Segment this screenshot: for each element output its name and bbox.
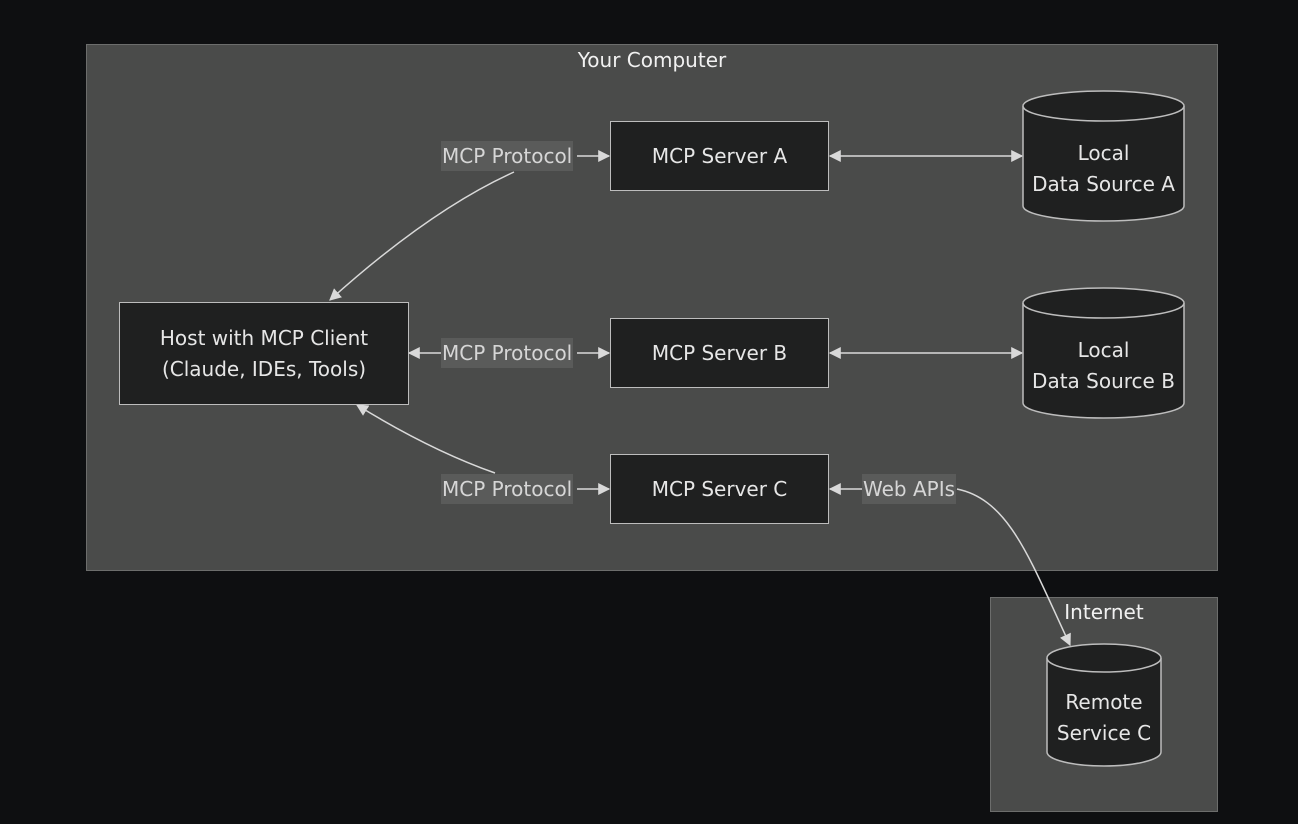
data-source-a-line2: Data Source A xyxy=(1032,172,1175,196)
server-c-label: MCP Server C xyxy=(651,476,788,501)
cylinder-shape-a xyxy=(1022,90,1185,222)
data-source-a-line1: Local xyxy=(1077,141,1130,165)
server-c-node: MCP Server C xyxy=(610,454,829,524)
data-source-b-line2: Data Source B xyxy=(1032,369,1175,393)
host-node: Host with MCP Client (Claude, IDEs, Tool… xyxy=(119,302,409,405)
edge-label-protocol-a: MCP Protocol xyxy=(441,141,574,171)
server-b-node: MCP Server B xyxy=(610,318,829,388)
edge-label-protocol-c: MCP Protocol xyxy=(441,474,574,504)
data-source-b-line1: Local xyxy=(1077,338,1130,362)
cylinder-shape-b xyxy=(1022,287,1185,419)
server-a-label: MCP Server A xyxy=(651,143,788,168)
edge-label-web-apis: Web APIs xyxy=(862,474,957,504)
data-source-a-cylinder: Local Data Source A xyxy=(1022,90,1185,222)
cluster-title-internet: Internet xyxy=(1064,600,1144,624)
server-b-label: MCP Server B xyxy=(651,340,788,365)
remote-service-c-cylinder: Remote Service C xyxy=(1046,643,1162,767)
remote-service-c-line2: Service C xyxy=(1056,721,1152,745)
cylinder-shape-remote xyxy=(1046,643,1162,767)
data-source-b-cylinder: Local Data Source B xyxy=(1022,287,1185,419)
server-a-node: MCP Server A xyxy=(610,121,829,191)
remote-service-c-line1: Remote xyxy=(1065,690,1143,714)
edge-label-protocol-b: MCP Protocol xyxy=(441,338,574,368)
cluster-title-your-computer: Your Computer xyxy=(577,48,727,72)
host-node-line2: (Claude, IDEs, Tools) xyxy=(161,356,367,381)
host-node-line1: Host with MCP Client xyxy=(159,325,369,350)
